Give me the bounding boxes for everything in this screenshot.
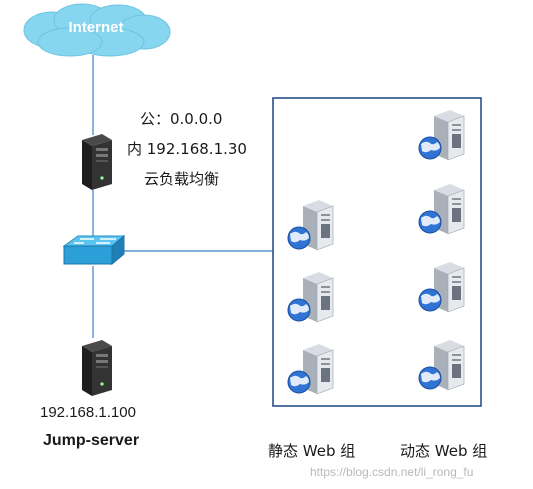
internet-label: Internet <box>68 19 124 36</box>
lb-private-ip: 内 192.168.1.30 <box>127 140 247 158</box>
static-web-server-2-icon <box>287 271 334 323</box>
jump-server-name: Jump-server <box>43 432 140 449</box>
lb-name: 云负载均衡 <box>144 170 220 188</box>
lb-public-ip: 公：0.0.0.0 <box>140 110 223 128</box>
internet-cloud-icon <box>23 3 171 57</box>
static-web-server-1-icon <box>287 199 334 251</box>
static-web-server-3-icon <box>287 343 334 395</box>
load-balancer-server-icon <box>82 134 112 190</box>
dynamic-web-server-1-icon <box>418 109 465 161</box>
dynamic-web-server-4-icon <box>418 339 465 391</box>
web-server-group-box <box>272 97 482 407</box>
jump-server-ip: 192.168.1.100 <box>40 404 136 421</box>
jump-server-icon <box>82 340 112 396</box>
dynamic-web-server-2-icon <box>418 183 465 235</box>
watermark: https://blog.csdn.net/li_rong_fu <box>310 465 474 479</box>
static-web-group-label: 静态 Web 组 <box>268 442 356 460</box>
dynamic-web-group-label: 动态 Web 组 <box>400 442 488 460</box>
dynamic-web-server-3-icon <box>418 261 465 313</box>
network-switch-icon <box>62 234 126 266</box>
